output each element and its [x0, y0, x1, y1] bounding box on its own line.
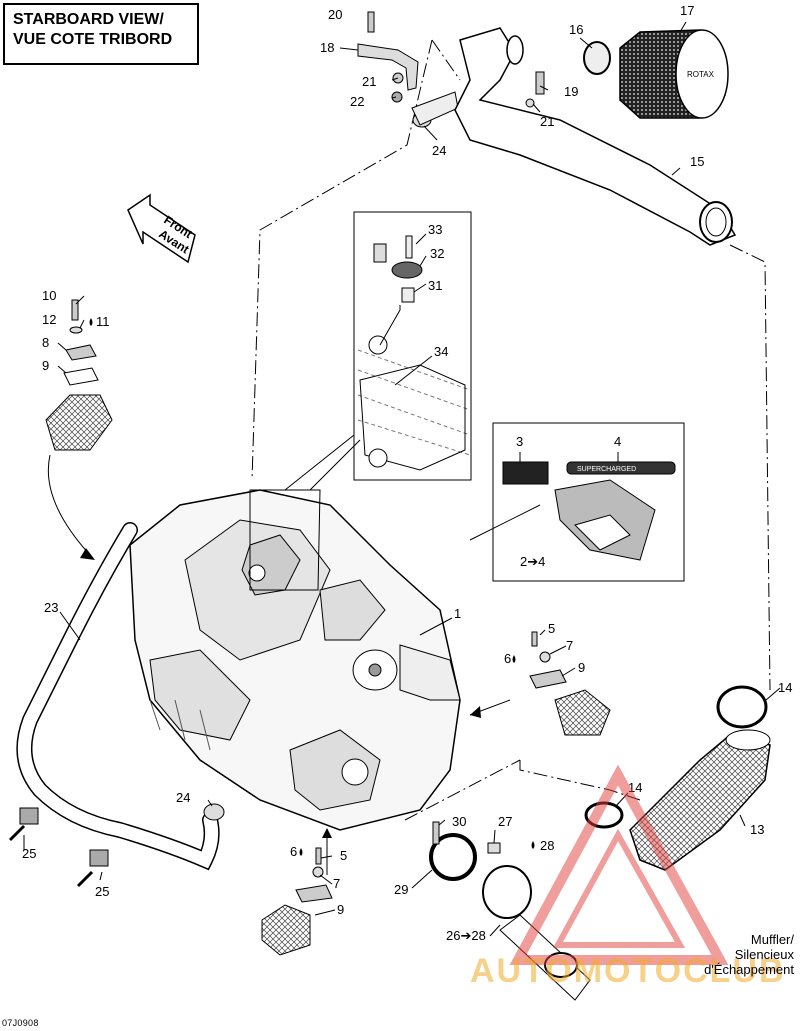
callout-26-to-28: 26➔28 — [446, 928, 486, 943]
callout-30: 30 — [452, 814, 466, 829]
callout-24-b: 24 — [176, 790, 190, 805]
callout-16: 16 — [569, 22, 583, 37]
hose-clamp-bottom — [203, 803, 225, 821]
callout-18: 18 — [320, 40, 334, 55]
callout-6: 6 — [504, 651, 511, 666]
lubricant-drop-icons — [89, 318, 535, 856]
callout-25: 25 — [22, 846, 36, 861]
callout-24: 24 — [432, 143, 446, 158]
air-filter: ROTAX — [619, 29, 729, 119]
leader-arrowhead — [80, 548, 95, 560]
drop-icon-6 — [512, 655, 516, 663]
view-title-en: STARBOARD VIEW/ — [13, 11, 164, 28]
bottom-mount-arrowhead — [322, 828, 332, 838]
callout-15: 15 — [690, 154, 704, 169]
callout-9-c: 9 — [337, 902, 344, 917]
callout-27: 27 — [498, 814, 512, 829]
callout-4: 4 — [614, 434, 621, 449]
callout-31: 31 — [428, 278, 442, 293]
callout-leaders — [23, 21, 781, 937]
view-title-fr: VUE COTE TRIBORD — [13, 31, 173, 48]
mount-leader-curve — [47, 454, 91, 556]
muffler-note-fr2: d'Échappement — [704, 962, 794, 977]
callout-13: 13 — [750, 822, 764, 837]
callout-33: 33 — [428, 222, 442, 237]
supercharger-decal-text: SUPERCHARGED — [577, 466, 636, 473]
v-band-clamp — [429, 833, 477, 881]
exhaust-clamp-upper — [716, 685, 768, 729]
watermark-triangle — [509, 764, 729, 965]
exhaust-hose — [629, 729, 771, 871]
callout-6-b: 6 — [290, 844, 297, 859]
view-title-box: STARBOARD VIEW/ VUE COTE TRIBORD — [3, 3, 199, 65]
watermark-text: AUTOMOTOCLUB — [470, 952, 786, 990]
filter-washer — [525, 98, 535, 108]
callout-9-b: 9 — [578, 660, 585, 675]
filter-bolt — [535, 71, 545, 95]
callout-19: 19 — [564, 84, 578, 99]
callout-14: 14 — [778, 680, 792, 695]
callout-21-b: 21 — [540, 114, 554, 129]
mounting-bracket — [357, 11, 419, 103]
callout-5-b: 5 — [340, 848, 347, 863]
callout-10: 10 — [42, 288, 56, 303]
engine-mount-left — [45, 299, 113, 451]
callout-32: 32 — [430, 246, 444, 261]
drop-icon-28 — [531, 841, 535, 849]
filter-brand-text: ROTAX — [687, 70, 715, 79]
callout-7: 7 — [566, 638, 573, 653]
drop-icon-6-b — [299, 848, 303, 856]
hose-clamp-left — [8, 807, 109, 888]
callout-21: 21 — [362, 74, 376, 89]
muffler-note-fr1: Silencieux — [734, 947, 794, 962]
drop-icon-11 — [89, 318, 93, 326]
callout-29: 29 — [394, 882, 408, 897]
callout-9: 9 — [42, 358, 49, 373]
drawing-code: 07J0908 — [2, 1018, 39, 1028]
callout-34: 34 — [434, 344, 448, 359]
callout-20: 20 — [328, 7, 342, 22]
callout-11: 11 — [96, 314, 110, 329]
right-mount-arrowhead — [470, 706, 481, 718]
coolant-hose-inner — [17, 523, 219, 869]
muffler-note-en: Muffler/ — [750, 932, 794, 947]
callout-3: 3 — [516, 434, 523, 449]
filter-clamp — [583, 41, 611, 75]
front-direction-arrow: Front Avant — [127, 193, 196, 264]
engine-assembly — [129, 489, 461, 831]
callout-2-to-4: 2➔4 — [520, 554, 545, 569]
callout-7-b: 7 — [333, 876, 340, 891]
engine-mount-right — [529, 631, 611, 736]
callout-23: 23 — [44, 600, 58, 615]
intake-duct — [454, 27, 737, 246]
muffler-note: Muffler/ Silencieux d'Échappement — [676, 932, 794, 977]
engine-mount-bottom — [261, 847, 333, 956]
detail-leader — [379, 305, 401, 346]
callout-labels: 20 18 21 22 24 16 17 19 21 15 33 32 31 3… — [22, 3, 792, 943]
routing-lines — [251, 39, 771, 821]
callout-22: 22 — [350, 94, 364, 109]
detail-inset-decals: SUPERCHARGED — [492, 422, 685, 582]
inset-leader-lines — [284, 434, 541, 541]
callout-17: 17 — [680, 3, 694, 18]
callout-28: 28 — [540, 838, 554, 853]
detail-inset-valve — [353, 211, 472, 481]
callout-25-b: 25 — [95, 884, 109, 899]
callout-5: 5 — [548, 621, 555, 636]
callout-1: 1 — [454, 606, 461, 621]
clamp-bolt — [432, 821, 440, 845]
callout-12: 12 — [42, 312, 56, 327]
callout-8: 8 — [42, 335, 49, 350]
temperature-sensor — [487, 842, 501, 854]
